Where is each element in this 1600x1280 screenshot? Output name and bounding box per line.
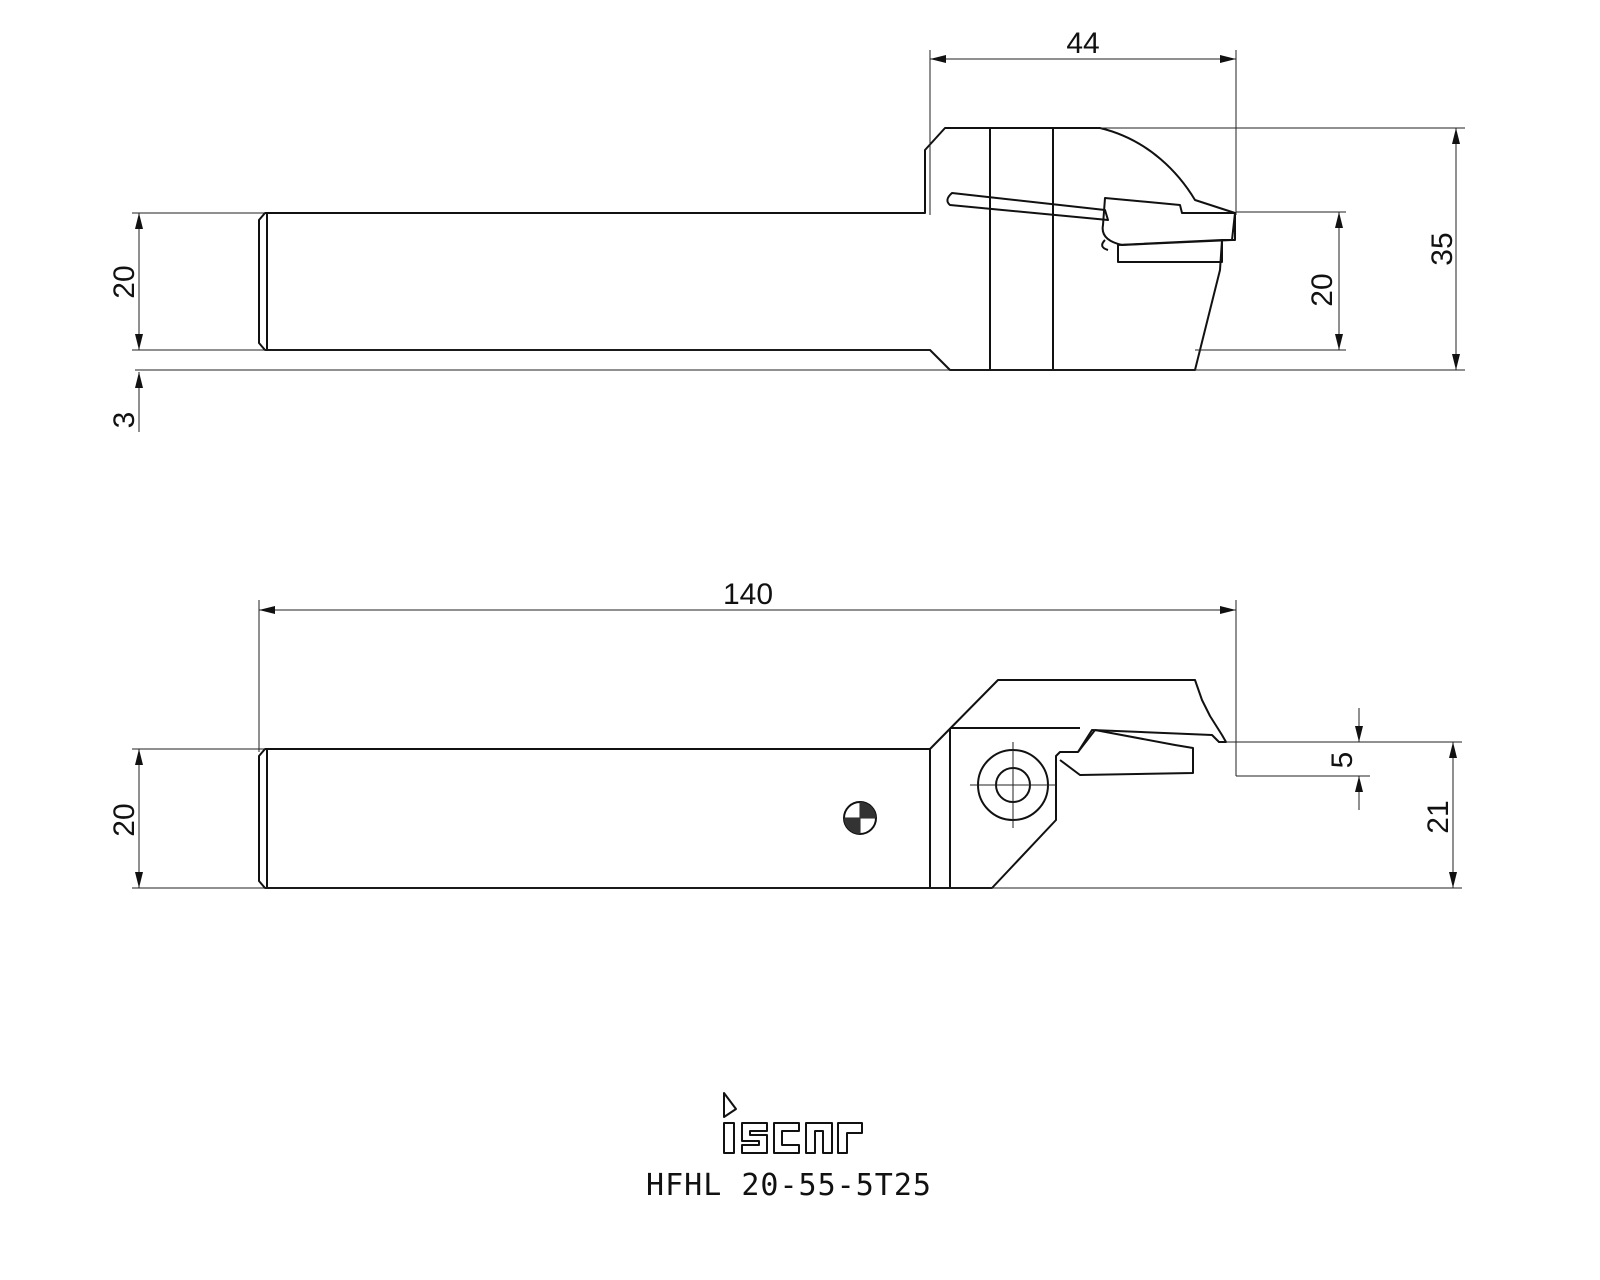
dim-21-arrow-bottom	[1449, 872, 1457, 888]
dim-21-arrow-top	[1449, 742, 1457, 758]
dim-140-arrow-left	[259, 606, 275, 614]
dim-5-arrow-top	[1355, 726, 1363, 742]
top-dimensions: 44 35 20 20 3	[108, 27, 1465, 432]
center-of-gravity-icon	[843, 801, 877, 835]
dim-side-20-arrow-top	[135, 749, 143, 765]
dim-35-label: 35	[1426, 232, 1459, 265]
dim-3-label: 3	[108, 412, 141, 429]
dim-21-label: 21	[1422, 800, 1455, 833]
dim-140-arrow-right	[1220, 606, 1236, 614]
top-shank-outline	[258, 127, 1236, 371]
dim-top-right-20-label: 20	[1306, 273, 1339, 306]
top-view	[258, 127, 1236, 371]
part-code: HFHL 20-55-5T25	[646, 1168, 932, 1203]
top-insert-edge	[1101, 239, 1109, 251]
dim-140-label: 140	[723, 578, 773, 611]
iscar-logo: iscar	[723, 1092, 863, 1154]
dim-35-arrow-top	[1452, 128, 1460, 144]
dim-top-left-20-arrow-top	[135, 213, 143, 229]
dim-44-label: 44	[1066, 27, 1099, 60]
dim-top-right-20-arrow-top	[1335, 212, 1343, 228]
dim-44-arrow-right	[1220, 55, 1236, 63]
top-clamp-lever	[946, 192, 1109, 221]
dim-35-arrow-bottom	[1452, 354, 1460, 370]
side-view	[258, 679, 1227, 889]
dim-3-arrow	[135, 372, 143, 388]
dim-top-left-20-arrow-bottom	[135, 334, 143, 350]
dim-5-arrow-bottom	[1355, 776, 1363, 792]
dim-side-20-arrow-bottom	[135, 872, 143, 888]
top-insert-pocket	[1101, 197, 1236, 246]
dim-side-20-label: 20	[108, 803, 141, 836]
top-insert	[1117, 239, 1223, 263]
dim-top-right-20-arrow-bottom	[1335, 334, 1343, 350]
dim-5-label: 5	[1326, 752, 1359, 769]
dim-top-left-20-label: 20	[108, 265, 141, 298]
dim-44-arrow-left	[930, 55, 946, 63]
side-insert-blade	[1059, 729, 1194, 776]
side-dimensions: 140 20 5 21	[108, 578, 1462, 889]
side-head-outline	[929, 679, 1227, 889]
side-insert-pocket	[1077, 729, 1096, 753]
side-shank-outline	[258, 748, 931, 889]
